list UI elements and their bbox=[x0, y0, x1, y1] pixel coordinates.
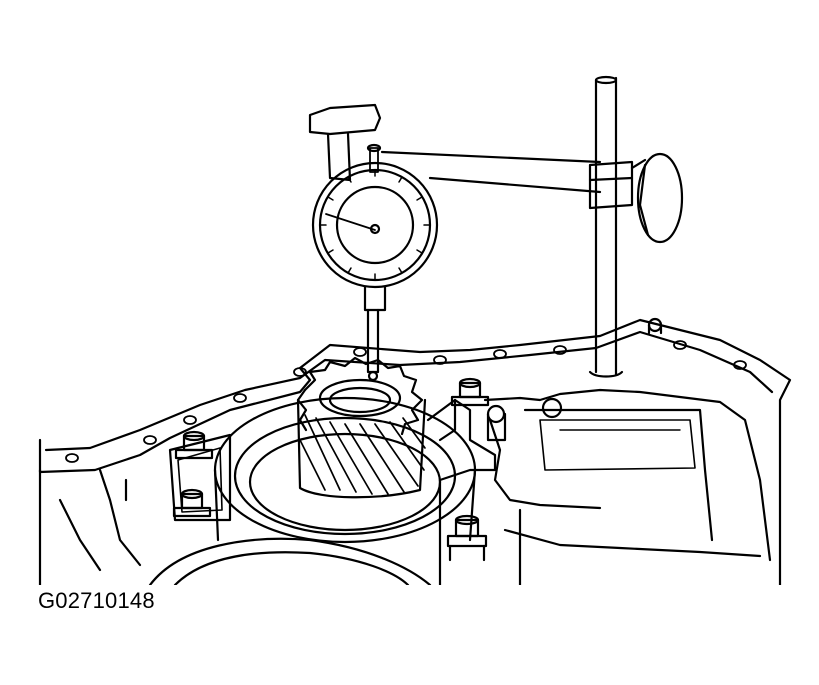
dial-indicator bbox=[310, 105, 437, 380]
transaxle-case bbox=[40, 319, 790, 585]
flange-bolt-holes bbox=[66, 341, 746, 462]
bolt-lower-center bbox=[448, 516, 486, 560]
bolt-left-upper bbox=[176, 432, 212, 458]
technical-illustration bbox=[0, 0, 819, 585]
bolt-left-lower bbox=[174, 490, 210, 516]
bracket bbox=[428, 400, 505, 585]
helical-gear bbox=[298, 358, 425, 497]
figure-id-label: G02710148 bbox=[38, 588, 155, 613]
indicator-stand bbox=[382, 77, 682, 377]
